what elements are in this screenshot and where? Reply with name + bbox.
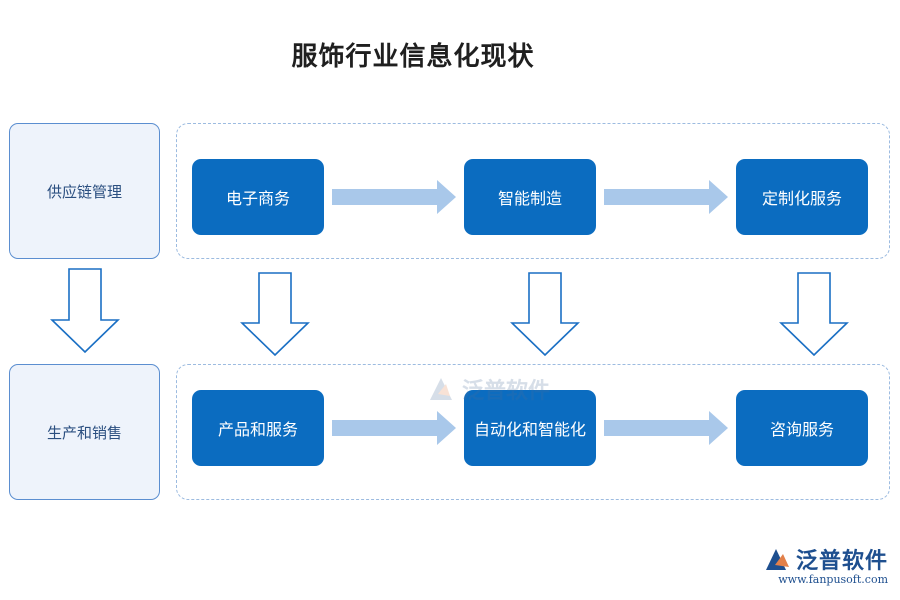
watermark-text: 泛普软件 <box>462 379 551 404</box>
right-arrow-icon <box>332 180 456 214</box>
node-products-services: 产品和服务 <box>192 390 324 466</box>
watermark: 泛普软件 <box>424 372 550 406</box>
side-label-supply-chain: 供应链管理 <box>9 123 160 259</box>
brand-logo-icon <box>430 378 452 400</box>
side-label-text: 生产和销售 <box>46 423 122 442</box>
brand-url: www.fanpusoft.com <box>778 573 888 586</box>
right-arrow-icon <box>604 411 728 445</box>
brand-block: 泛普软件 www.fanpusoft.com <box>748 543 888 586</box>
node-customized-service: 定制化服务 <box>736 159 868 235</box>
down-arrow-icon <box>510 272 580 357</box>
node-consulting-service: 咨询服务 <box>736 390 868 466</box>
down-arrow-icon <box>240 272 310 357</box>
right-arrow-icon <box>332 411 456 445</box>
down-arrow-icon <box>779 272 849 357</box>
row-panel-bottom <box>176 364 890 500</box>
node-smart-manufacturing: 智能制造 <box>464 159 596 235</box>
brand-logo-icon <box>765 549 789 570</box>
row-panel-top <box>176 123 890 259</box>
side-label-production-sales: 生产和销售 <box>9 364 160 500</box>
brand-name: 泛普软件 <box>795 549 888 574</box>
node-automation-intelligence: 自动化和智能化 <box>464 390 596 466</box>
side-label-text: 供应链管理 <box>46 182 122 201</box>
down-arrow-icon <box>50 268 120 354</box>
diagram-title: 服饰行业信息化现状 <box>291 42 535 72</box>
right-arrow-icon <box>604 180 728 214</box>
node-e-commerce: 电子商务 <box>192 159 324 235</box>
